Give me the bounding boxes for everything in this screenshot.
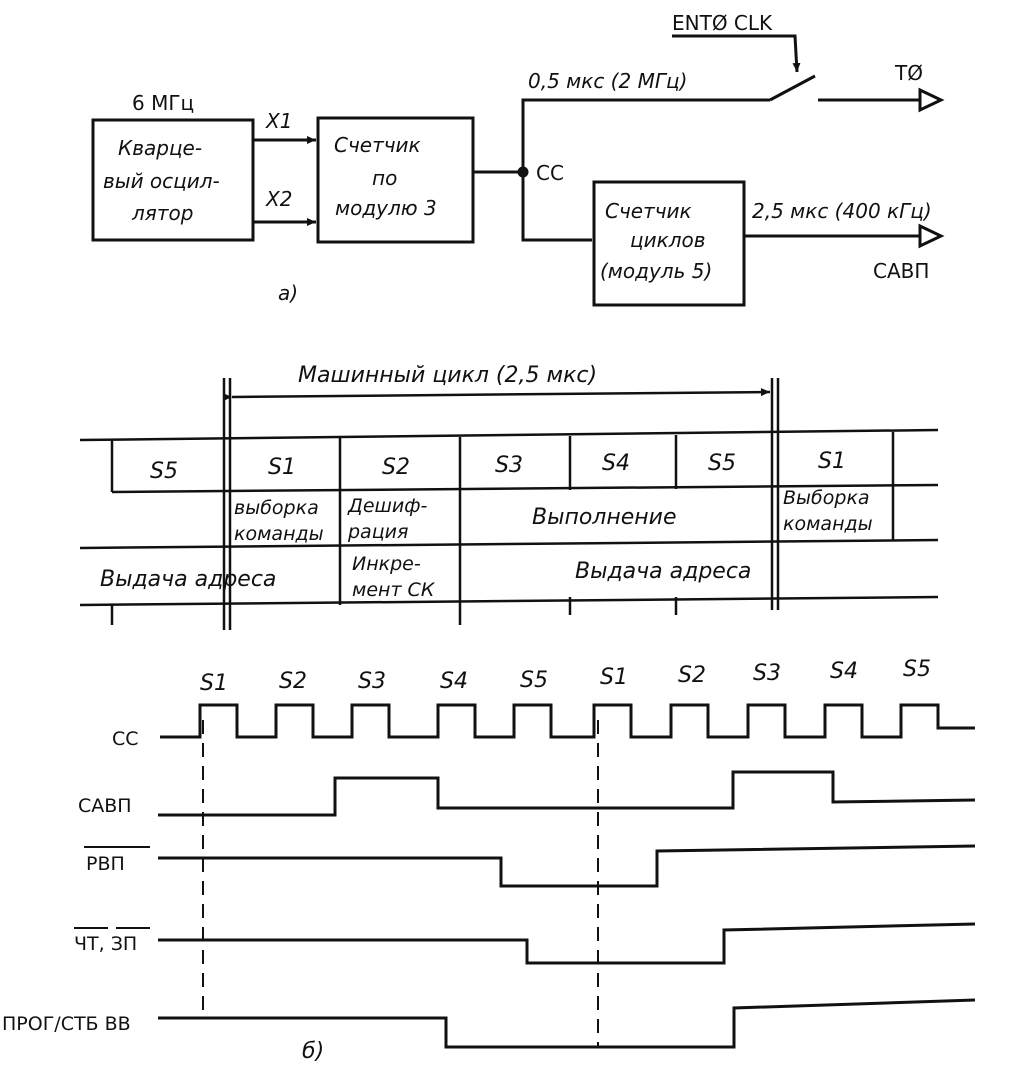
timing-state-4: S5: [520, 668, 548, 693]
state-cell-5: S5: [708, 451, 736, 476]
signal-label-cc: CC: [112, 728, 139, 750]
t0-switch: [769, 74, 816, 102]
increment-line2: мент СК: [352, 579, 436, 601]
timing-state-9: S5: [903, 657, 931, 682]
ale-output-triangle: [918, 223, 945, 249]
rvp-waveform: [158, 844, 976, 888]
machine-cycle-arrow: [222, 388, 771, 402]
t0-label: TØ: [894, 61, 923, 85]
divider-label-3: модулю 3: [335, 196, 437, 220]
cc-waveform: [160, 703, 975, 739]
timing-state-6: S2: [678, 663, 706, 688]
timing-state-5: S1: [600, 665, 628, 690]
timing-state-1: S2: [279, 669, 307, 694]
state-cell-0: S5: [150, 459, 178, 484]
oscillator-block: [91, 118, 255, 242]
cycle-counter-label-1: Счетчик: [605, 199, 692, 223]
timing-state-8: S4: [830, 659, 858, 684]
fetch2-line2: команды: [783, 513, 873, 535]
ale-label: САВП: [873, 259, 929, 283]
machine-cycle-label: Машинный цикл (2,5 мкс): [298, 363, 597, 388]
osc-label-2: вый осцил-: [103, 169, 220, 193]
osc-label-1: Кварце-: [118, 136, 202, 160]
signal-label-ale: САВП: [78, 795, 132, 817]
state-cell-6: S1: [818, 449, 846, 474]
addr2-label: Выдача адреса: [575, 559, 751, 584]
timing-state-7: S3: [753, 661, 781, 686]
signal-label-prog: ПРОГ/СТБ ВВ: [2, 1013, 131, 1035]
ale-rate-label: 2,5 мкс (400 кГц): [752, 199, 932, 223]
prog-waveform: [158, 998, 976, 1049]
osc-label-3: лятор: [131, 201, 193, 225]
divider-label-1: Счетчик: [334, 133, 421, 157]
block-diagram: [91, 34, 945, 307]
decode-line2: рация: [347, 521, 408, 543]
state-cell-3: S3: [495, 453, 523, 478]
timing-diagram: [74, 703, 976, 1049]
decode-line1: Дешиф-: [347, 495, 428, 517]
cycle-counter-label-3: (модуль 5): [600, 259, 712, 283]
timing-state-2: S3: [358, 669, 386, 694]
signal-label-rd-wr: ЧТ, ЗП: [74, 933, 137, 955]
divider-block: [316, 116, 475, 244]
caption-b: б): [302, 1039, 324, 1064]
rd-wr-waveform: [158, 922, 976, 965]
ale-waveform: [158, 770, 976, 817]
x2-label: X2: [265, 187, 292, 211]
state-cell-1: S1: [268, 455, 296, 480]
fetch2-line1: Выборка: [783, 487, 870, 509]
addr1-label: Выдача адреса: [100, 567, 276, 592]
cycle-counter-block: [592, 180, 746, 307]
caption-a: а): [278, 281, 298, 305]
state-cell-2: S2: [382, 455, 410, 480]
timing-state-3: S4: [440, 669, 468, 694]
t0-rate-label: 0,5 мкс (2 МГц): [528, 69, 687, 93]
signal-label-rvp: РВП: [86, 853, 125, 875]
cc-label: CC: [536, 161, 564, 185]
x1-label: X1: [265, 109, 292, 133]
cycle-counter-label-2: циклов: [630, 228, 706, 252]
execute-label: Выполнение: [532, 505, 677, 530]
state-cell-4: S4: [602, 451, 630, 476]
fetch1-line1: выборка: [234, 497, 319, 519]
divider-label-2: по: [372, 166, 397, 190]
fetch1-line2: команды: [234, 523, 324, 545]
osc-freq: 6 МГц: [132, 91, 194, 115]
cycle-table: [79, 378, 939, 630]
ent0-clk-label: ENTØ CLK: [672, 11, 773, 35]
increment-line1: Инкре-: [352, 553, 421, 575]
t0-output-triangle: [918, 87, 945, 113]
timing-state-0: S1: [200, 671, 228, 696]
